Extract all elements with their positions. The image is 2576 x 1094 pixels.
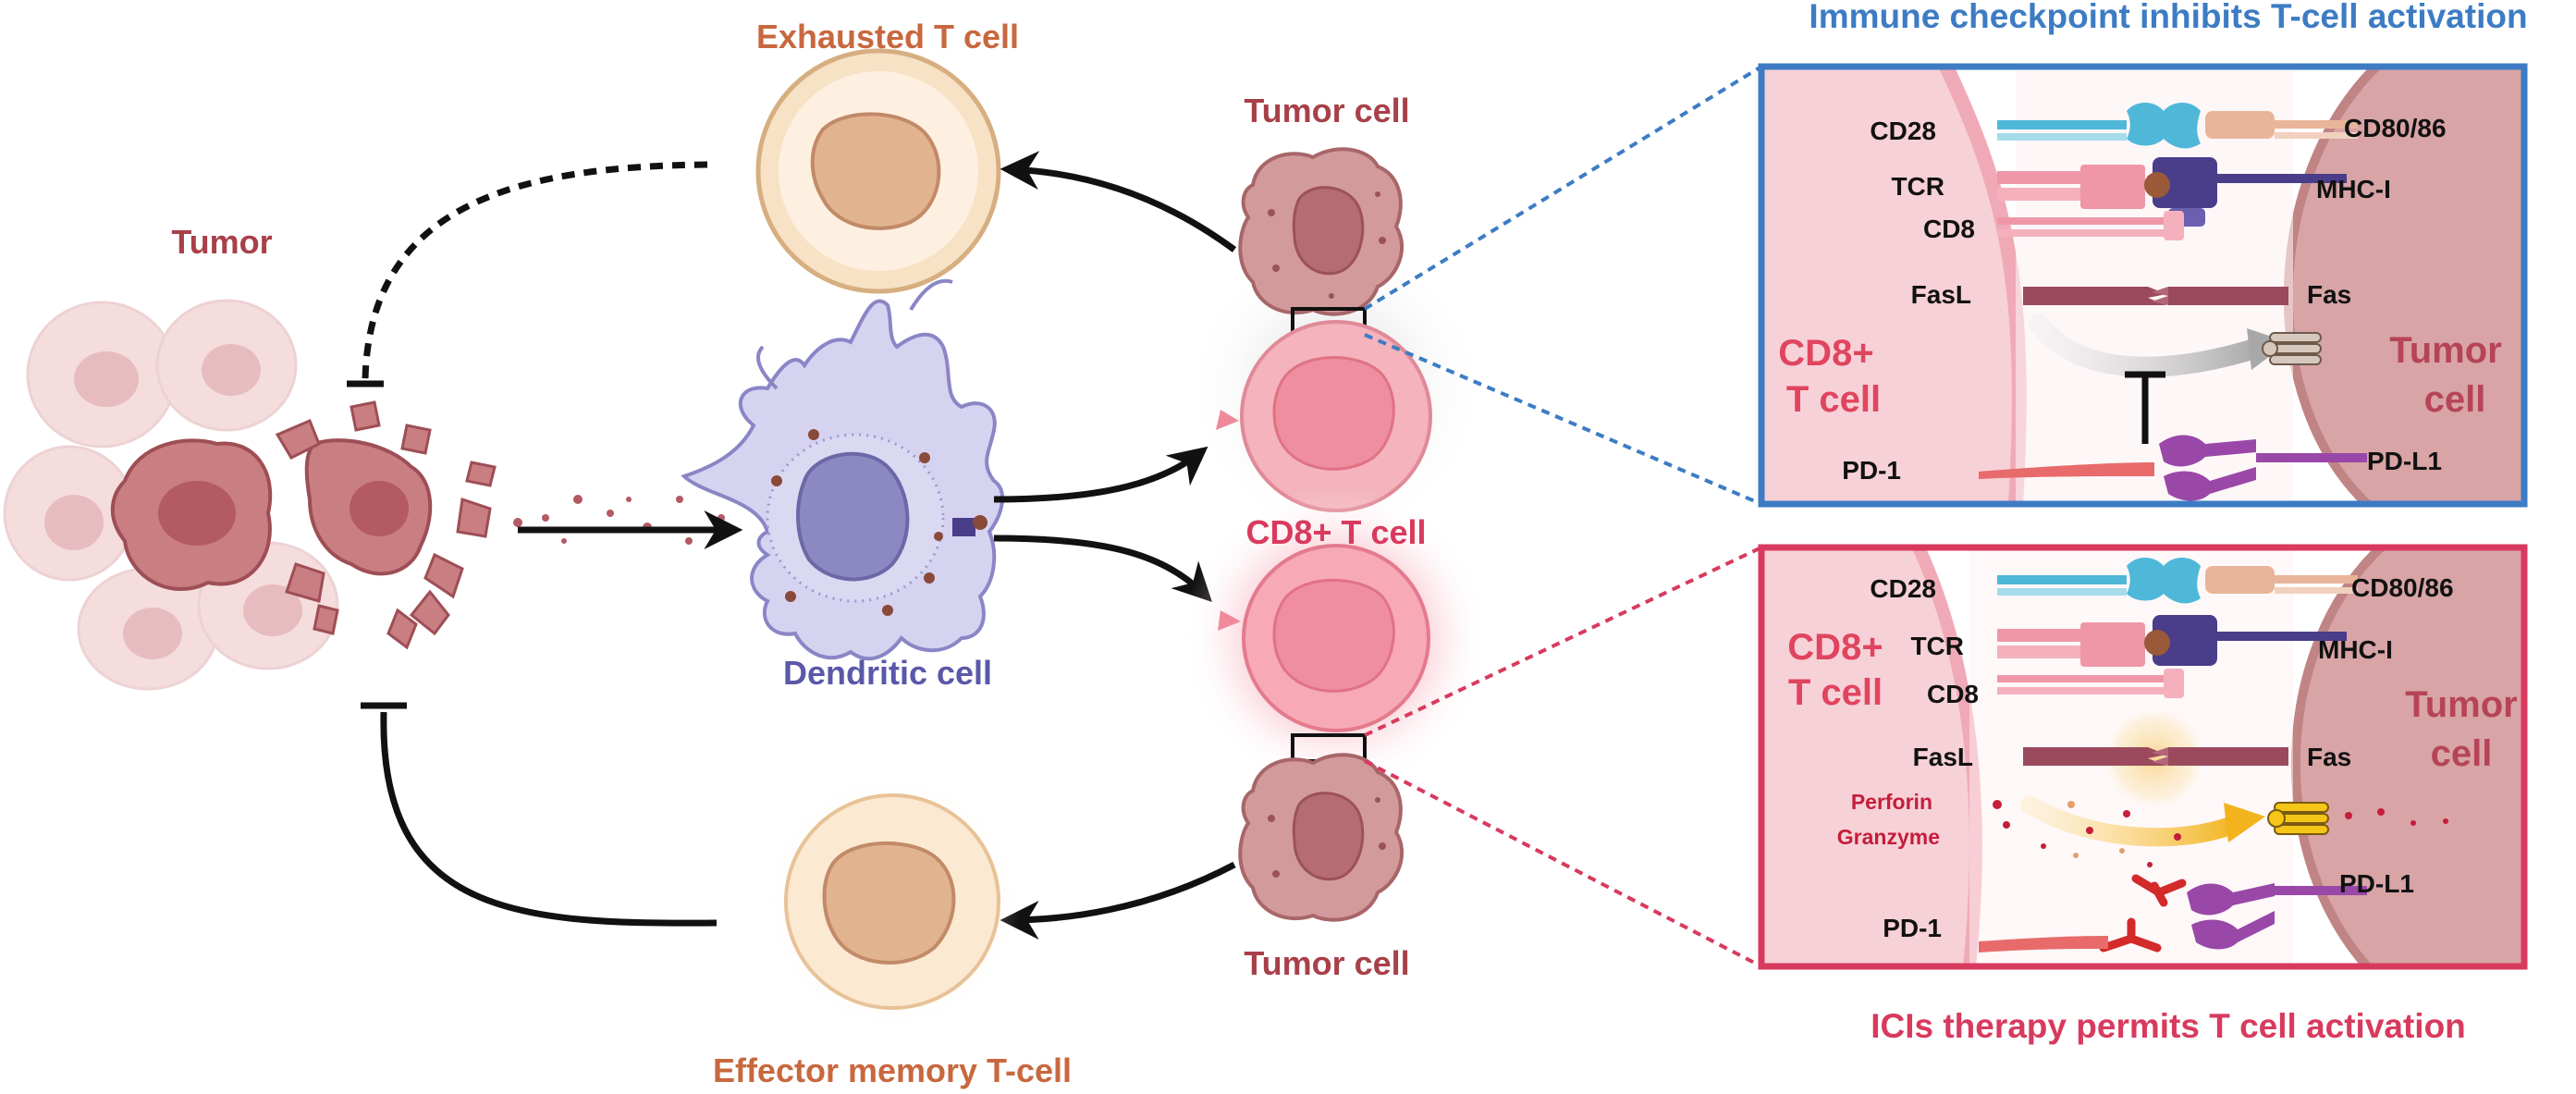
bottom-marker-cd8: CD8	[1927, 680, 1979, 708]
bottom-marker-pd1: PD-1	[1883, 914, 1942, 942]
tumor-cell-top	[1238, 147, 1405, 316]
top-tcell-label-2: T cell	[1786, 379, 1881, 420]
top-marker-cd28: CD28	[1870, 117, 1936, 145]
top-tcell-label-1: CD8+	[1778, 333, 1873, 374]
bottom-marker-pdl1: PD-L1	[2339, 869, 2414, 898]
top-marker-fas: Fas	[2307, 280, 2351, 309]
top-panel	[1761, 63, 2524, 508]
bottom-panel-frame	[1758, 544, 2528, 970]
top-marker-mhc: MHC-I	[2316, 175, 2391, 203]
cd8-t-cell-bottom	[1218, 544, 1430, 732]
dc-to-tcell-arrow-top	[993, 446, 1208, 503]
tumor-mass	[3, 299, 725, 691]
tumor-label: Tumor	[171, 223, 272, 261]
effector-memory-t-cell	[763, 772, 1022, 1031]
bottom-tumor-label-1: Tumor	[2405, 684, 2517, 725]
top-marker-cd80: CD80/86	[2344, 114, 2447, 142]
top-marker-pd1: PD-1	[1842, 456, 1901, 485]
bottom-tumor-label-2: cell	[2431, 733, 2493, 774]
top-marker-cd8: CD8	[1923, 215, 1975, 243]
bottom-marker-fas: Fas	[2307, 743, 2351, 771]
top-marker-pdl1: PD-L1	[2367, 447, 2442, 475]
tumor-cell-bottom	[1238, 753, 1405, 922]
cd8-t-cell-top	[1216, 320, 1432, 512]
zoom-line-top-1	[1363, 65, 1763, 311]
zoom-line-top-2	[1364, 333, 1762, 506]
dendritic-cell-label: Dendritic cell	[783, 654, 992, 692]
bottom-marker-mhc: MHC-I	[2318, 635, 2393, 664]
bottom-panel-title: ICIs therapy permits T cell activation	[1871, 1007, 2466, 1045]
effector-memory-t-cell-label: Effector memory T-cell	[713, 1051, 1072, 1089]
top-marker-fasl: FasL	[1911, 280, 1971, 309]
exhausted-t-cell	[755, 48, 1001, 294]
bottom-marker-cd28: CD28	[1870, 574, 1936, 603]
zoom-line-bottom-2	[1364, 759, 1762, 968]
dc-to-tcell-arrow-bottom	[993, 535, 1212, 602]
bottom-marker-tcr: TCR	[1910, 632, 1964, 660]
granzyme-label: Granzyme	[1837, 825, 1940, 849]
bottom-panel	[1761, 544, 2524, 970]
top-tumor-label-1: Tumor	[2389, 330, 2501, 371]
bottom-tcell-label-2: T cell	[1788, 672, 1883, 713]
to-effector-arrow	[1000, 861, 1236, 940]
top-tumor-label-2: cell	[2424, 379, 2486, 420]
top-panel-title: Immune checkpoint inhibits T-cell activa…	[1809, 0, 2527, 35]
effector-inhibition-line	[380, 711, 718, 927]
bottom-tcell-label-1: CD8+	[1787, 627, 1883, 668]
top-panel-frame	[1758, 63, 2528, 508]
perforin-label: Perforin	[1851, 790, 1932, 814]
dendritic-cell	[681, 278, 1005, 661]
tumor-cell-bottom-label: Tumor cell	[1244, 944, 1409, 982]
exhausted-inhibition-dashed	[362, 161, 708, 380]
tumor-cell-top-label: Tumor cell	[1244, 92, 1409, 129]
cd8-t-cell-center-label: CD8+ T cell	[1245, 513, 1426, 551]
bottom-marker-fasl: FasL	[1913, 743, 1973, 771]
top-marker-tcr: TCR	[1891, 172, 1944, 201]
exhausted-t-cell-label: Exhausted T cell	[756, 18, 1019, 55]
bottom-marker-cd80: CD80/86	[2351, 573, 2454, 602]
to-exhausted-arrow	[1000, 151, 1237, 252]
